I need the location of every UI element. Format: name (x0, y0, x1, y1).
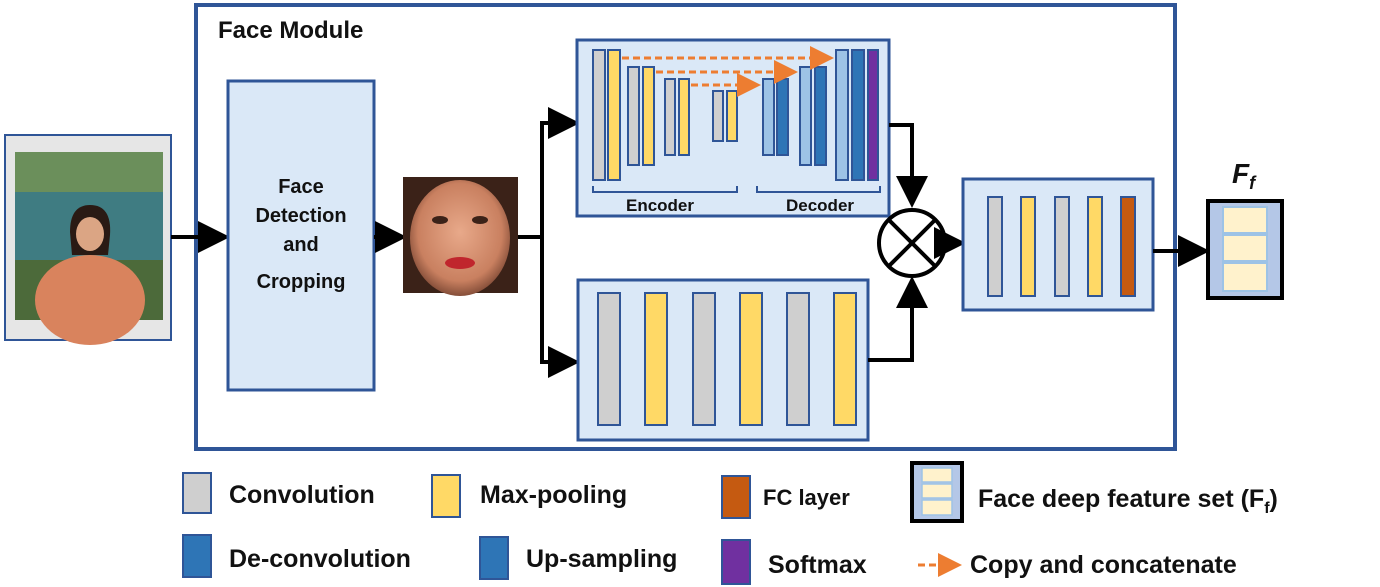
unet-enc-conv-1 (592, 49, 606, 181)
legend-label-fc-layer: FC layer (763, 485, 850, 510)
legend-feature-set-close: ) (1270, 485, 1278, 513)
unet-dec-deconv-1 (776, 78, 789, 156)
cnn-conv-3 (786, 292, 810, 426)
unet-dec-upsample-3 (835, 49, 849, 181)
unet-enc-conv-4 (712, 90, 724, 142)
legend-swatch-softmax (721, 539, 751, 585)
detection-label-line4: Cropping (257, 271, 346, 293)
detection-block (226, 79, 376, 392)
copy-concat-arrows (622, 46, 834, 97)
legend-label-convolution: Convolution (229, 481, 375, 509)
fc-pool-2 (1087, 196, 1103, 297)
branch-arrows (518, 107, 580, 378)
detection-label-line3: and (283, 234, 319, 256)
output-label: Ff (1232, 158, 1257, 193)
legend-label-deconvolution: De-convolution (229, 545, 411, 573)
legend-swatch-convolution (182, 472, 212, 514)
multiply-node-icon (877, 208, 947, 278)
unet-enc-conv-2 (627, 66, 640, 166)
feature-cell-3 (1222, 262, 1268, 292)
legend-swatch-fc-layer (721, 475, 751, 519)
module-title: Face Module (218, 17, 363, 44)
legend-label-max-pooling: Max-pooling (480, 481, 627, 509)
unet-enc-pool-4 (726, 90, 738, 142)
legend-swatch-feature-set (910, 461, 964, 523)
fc-conv-1 (987, 196, 1003, 297)
cnn-pool-2 (739, 292, 763, 426)
legend-label-softmax: Softmax (768, 551, 867, 579)
unet-dec-upsample-2 (799, 66, 812, 166)
legend-feature-set-sub: f (1264, 500, 1270, 517)
feature-cell-2 (1222, 234, 1268, 262)
cnn-conv-1 (597, 292, 621, 426)
cropped-face-image (403, 177, 518, 296)
cnn-pool-1 (644, 292, 668, 426)
decoder-brace (756, 186, 881, 193)
unet-enc-pool-2 (642, 66, 655, 166)
feature-cell-1 (1222, 206, 1268, 234)
input-photo (4, 134, 172, 345)
unet-softmax (867, 49, 879, 181)
unet-layers (592, 49, 879, 181)
legend-swatch-max-pooling (431, 474, 461, 518)
unet-enc-conv-3 (664, 78, 676, 156)
cnn-block (576, 278, 870, 442)
cnn-conv-2 (692, 292, 716, 426)
detection-label-line2: Detection (255, 205, 346, 227)
encoder-brace (592, 186, 738, 193)
fc-layer (1120, 196, 1136, 297)
output-feature-set (1206, 199, 1284, 300)
decoder-label: Decoder (786, 196, 854, 215)
unet-dec-deconv-3 (851, 49, 865, 181)
cnn-pool-3 (833, 292, 857, 426)
legend-label-feature-set: Face deep feature set (Ff) (978, 485, 1278, 517)
output-subscript: f (1249, 173, 1257, 193)
fc-pool-1 (1020, 196, 1036, 297)
unet-dec-upsample-1 (762, 78, 775, 156)
output-symbol: F (1232, 158, 1250, 189)
fc-conv-2 (1054, 196, 1070, 297)
arrow-cnn-to-multiply (868, 276, 928, 362)
legend-label-copy-concat: Copy and concatenate (970, 551, 1237, 579)
legend-swatch-upsampling (479, 536, 509, 580)
unet-enc-pool-3 (678, 78, 690, 156)
legend-swatch-deconvolution (182, 534, 212, 578)
encoder-label: Encoder (626, 196, 694, 215)
cnn-layers (597, 292, 857, 426)
legend-label-upsampling: Up-sampling (526, 545, 677, 573)
detection-label-line1: Face (278, 176, 324, 198)
legend-feature-set-text: Face deep feature set (F (978, 485, 1264, 513)
fc-layers (987, 196, 1136, 297)
arrow-unet-to-multiply (889, 123, 928, 208)
legend: Convolution Max-pooling FC layer Face de… (182, 461, 1278, 585)
unet-dec-deconv-2 (814, 66, 827, 166)
unet-enc-pool-1 (607, 49, 621, 181)
module-frame (194, 3, 1177, 451)
